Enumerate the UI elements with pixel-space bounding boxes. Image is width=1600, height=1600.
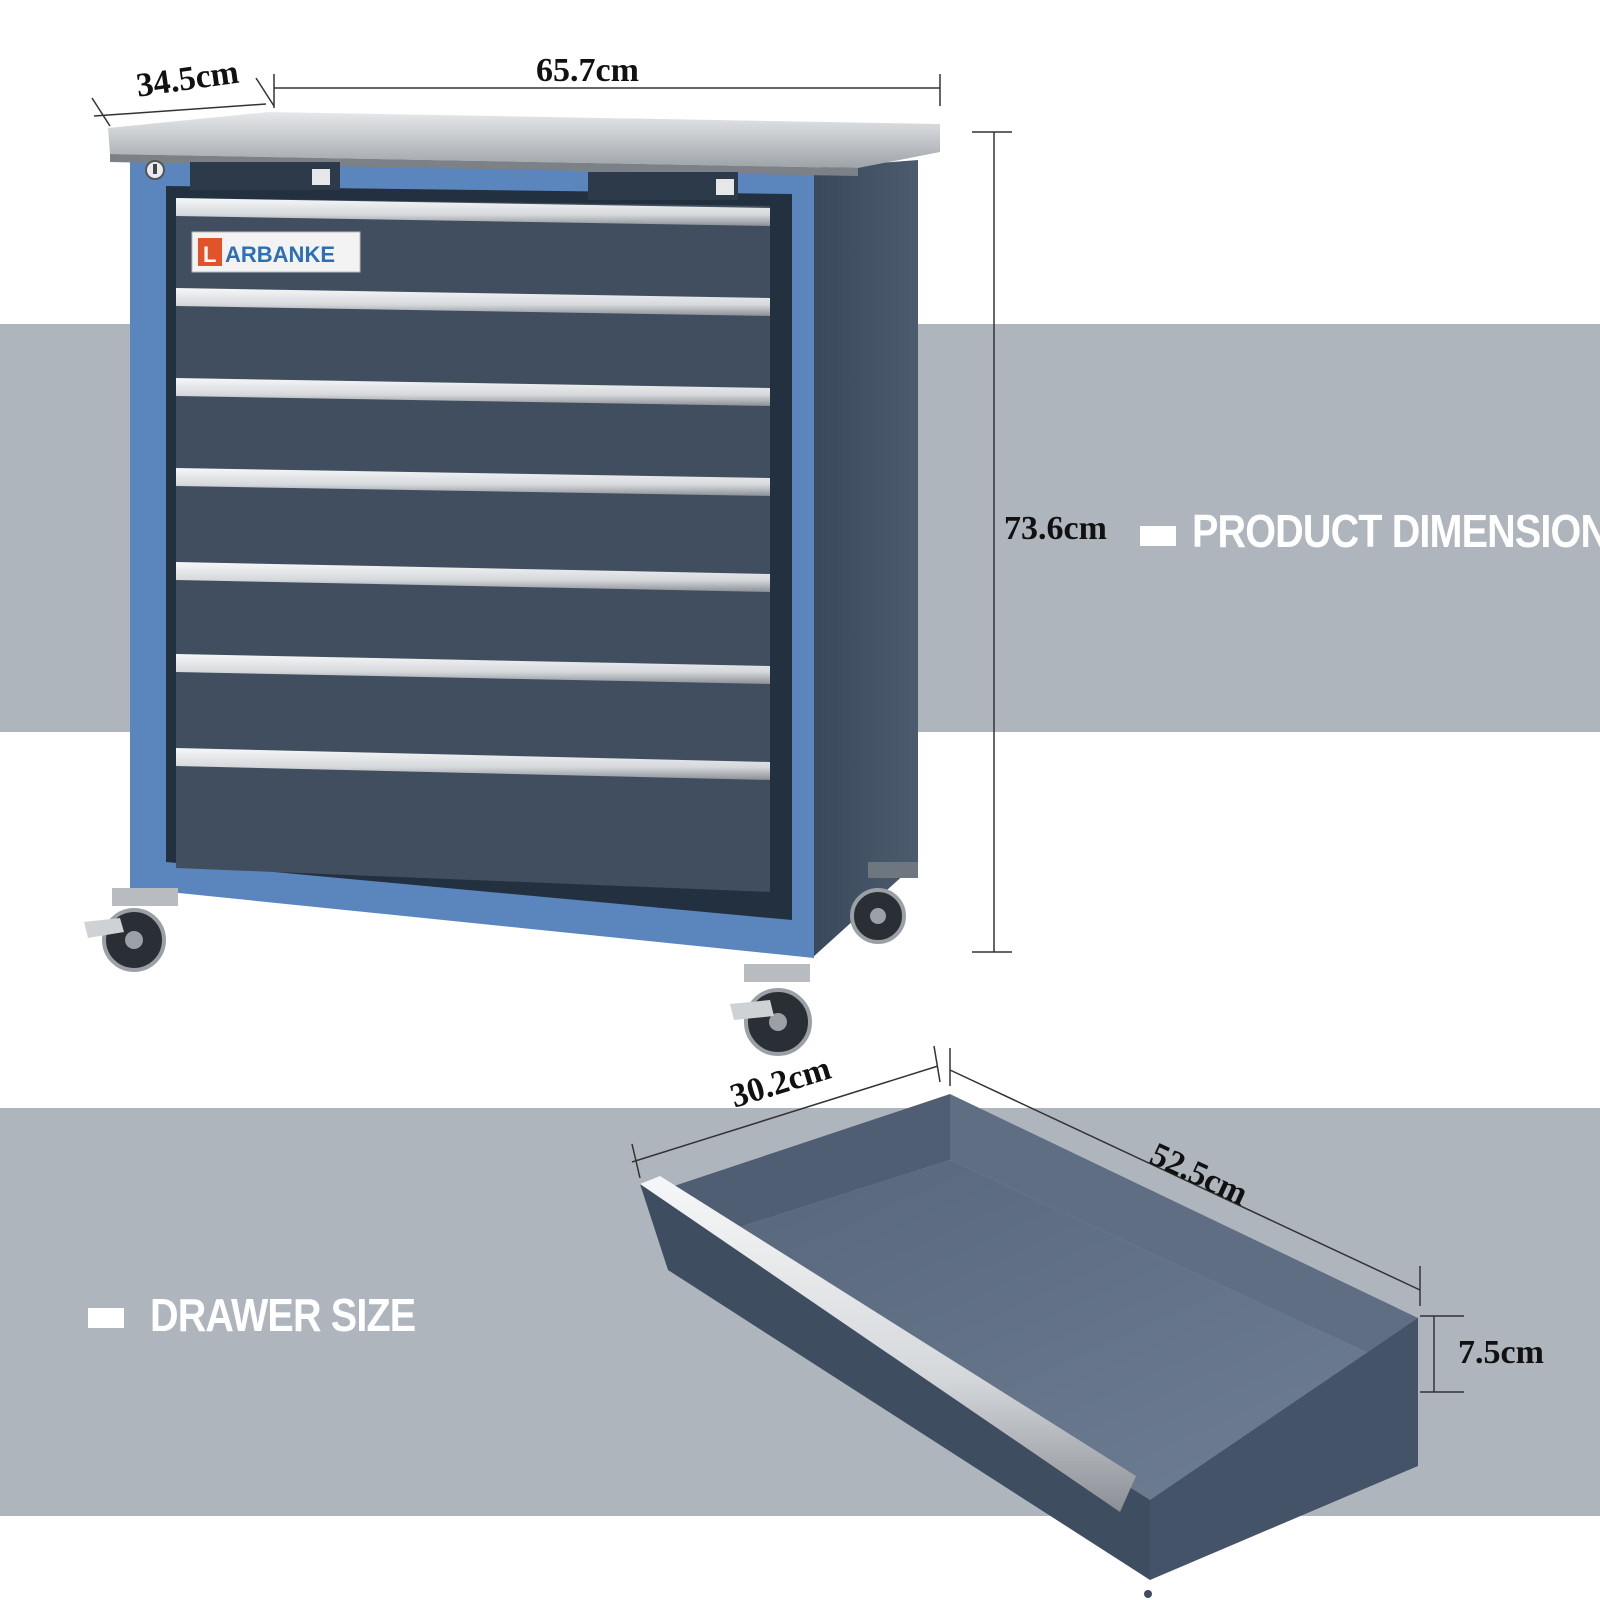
drawer-tray [640, 1094, 1418, 1598]
brand-logo-text: ARBANKE [225, 242, 335, 267]
cabinet-height-label: 73.6cm [1004, 510, 1107, 547]
drawer-1 [176, 198, 770, 300]
caster-back-right [850, 862, 918, 944]
drawer-7 [176, 748, 770, 892]
cabinet-dimension-lines [91, 74, 1012, 953]
brand-logo: L ARBANKE [191, 231, 361, 273]
product-dimension-marker [1140, 526, 1176, 546]
drawer-6 [176, 654, 770, 774]
cabinet-width-label: 65.7cm [536, 52, 639, 89]
drawer-2 [176, 288, 770, 394]
drawer-size-marker [88, 1308, 124, 1328]
top-bracket-right [588, 172, 738, 200]
drawer-5 [176, 562, 770, 680]
drawer-height-label: 7.5cm [1458, 1334, 1544, 1371]
tray-right-end [1150, 1318, 1418, 1580]
tray-front-wall [640, 1184, 1150, 1580]
caster-front-right [730, 964, 812, 1056]
caster-wheels [84, 862, 918, 1056]
brand-logo-letter: L [203, 242, 216, 267]
tray-right-wall [950, 1094, 1418, 1376]
drawer-3 [176, 378, 770, 488]
drawer-size-heading: DRAWER SIZE [150, 1289, 416, 1341]
product-dimension-heading: PRODUCT DIMENSION [1192, 505, 1600, 557]
tray-back-wall [668, 1094, 950, 1250]
cabinet-drawers [176, 198, 770, 892]
drawer-4 [176, 468, 770, 584]
drawer-dimension-lines [631, 1045, 1464, 1393]
tray-floor [668, 1160, 1418, 1500]
tray-handle [640, 1176, 1136, 1512]
caster-front-left [84, 888, 178, 972]
steel-worktop [108, 112, 940, 168]
cabinet-side-panel [812, 160, 918, 958]
